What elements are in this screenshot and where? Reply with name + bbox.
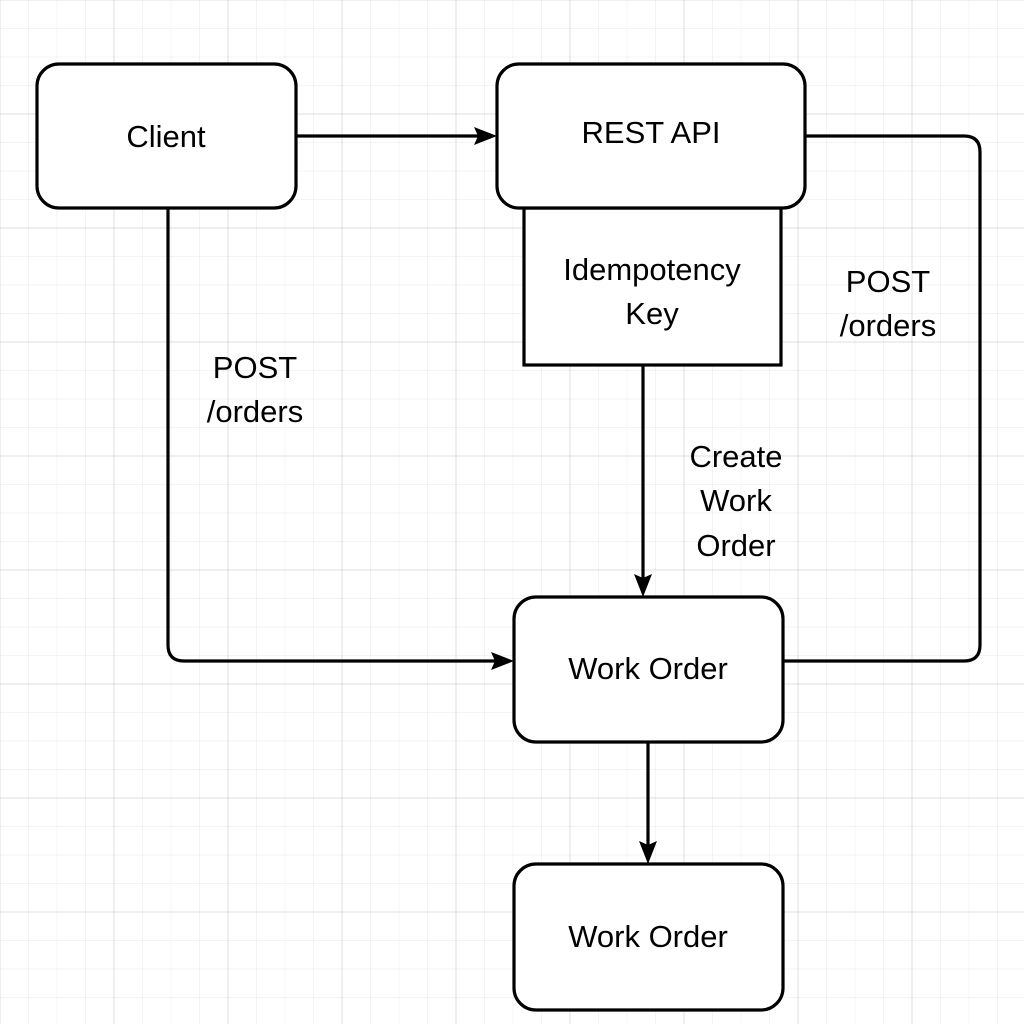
post-orders-left-line2: /orders (207, 394, 303, 429)
idempotency-key-box[interactable] (522, 206, 783, 367)
edge-line-rest-api-work-order (783, 134, 982, 663)
node-idempotency-key[interactable]: Idempotency Key (522, 206, 783, 367)
client-box[interactable] (35, 62, 298, 210)
rest-api-label: REST API (582, 115, 721, 150)
work-order-middle-box[interactable] (512, 595, 785, 744)
edge-line-client-work-order (166, 208, 502, 663)
rest-api-box[interactable] (495, 62, 807, 210)
node-work-order-bottom[interactable]: Work Order (512, 862, 785, 1012)
create-work-order-line1: Create (689, 439, 782, 474)
edge-rest-api-to-work-order (783, 134, 982, 663)
node-work-order-middle[interactable]: Work Order (512, 595, 785, 744)
idempotency-key-label-line1: Idempotency (563, 252, 741, 287)
post-orders-right-line2: /orders (840, 308, 936, 343)
node-rest-api[interactable]: REST API (495, 62, 807, 210)
edge-client-to-work-order (166, 208, 514, 670)
work-order-bottom-box[interactable] (512, 862, 785, 1012)
post-orders-left-line1: POST (213, 350, 297, 385)
edge-work-order-to-work-order (639, 742, 657, 864)
node-client[interactable]: Client (35, 62, 298, 210)
arrow-head-work-order-work-order (639, 841, 657, 864)
edge-label-post-orders-right: POST /orders (840, 264, 936, 343)
arrow-head-client-rest-api (474, 127, 497, 145)
edge-client-to-rest-api (296, 127, 497, 145)
post-orders-right-line1: POST (846, 264, 930, 299)
edge-label-create-work-order: Create Work Order (689, 439, 782, 563)
create-work-order-line2: Work (700, 483, 772, 518)
edge-idempotency-to-work-order (634, 365, 652, 597)
arrow-head-client-work-order (491, 652, 514, 670)
client-label: Client (126, 119, 206, 154)
edge-label-post-orders-left: POST /orders (207, 350, 303, 429)
idempotency-key-label-line2: Key (625, 296, 679, 331)
work-order-middle-label: Work Order (568, 651, 728, 686)
work-order-bottom-label: Work Order (568, 919, 728, 954)
arrow-head-idempotency-work-order (634, 574, 652, 597)
create-work-order-line3: Order (696, 528, 775, 563)
